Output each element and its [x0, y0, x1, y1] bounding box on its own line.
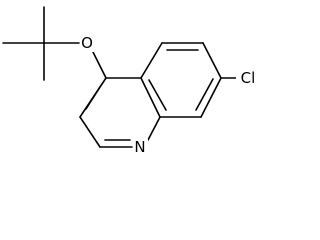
bond-c6-c7: [202, 42, 222, 79]
atom-label-oxygen: O: [81, 34, 93, 52]
bond-n1-c8a: [147, 116, 161, 141]
structure-canvas: O Cl N: [2, 6, 256, 155]
bond-c3-c2: [79, 116, 101, 148]
bond-c8a-c4a: [140, 77, 161, 118]
molecule-diagram: O Cl N: [2, 6, 256, 155]
atom-label-nitrogen: N: [134, 138, 145, 155]
bond-c4a-c5: [140, 42, 163, 79]
atom-label-chlorine: Cl: [241, 69, 256, 87]
bond-c7-c8: [200, 77, 222, 118]
bond-c7-c8-inner: [195, 78, 214, 111]
bond-c4-c3-inner: [85, 86, 101, 110]
bond-o-c4: [91, 49, 107, 79]
bond-c8a-c4a-inner: [148, 79, 167, 111]
